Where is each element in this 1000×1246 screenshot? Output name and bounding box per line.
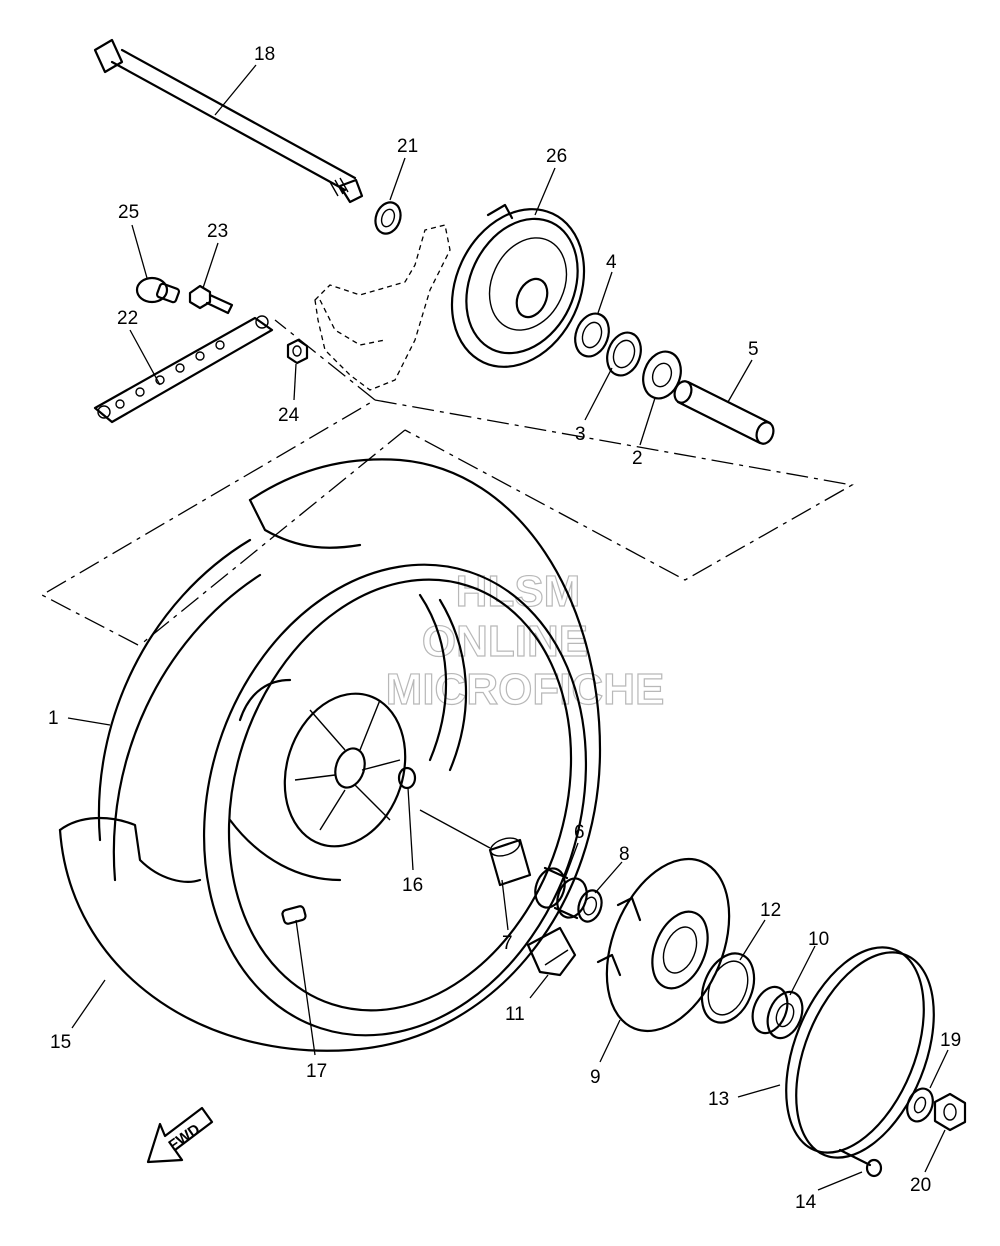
bearing-part-2	[642, 350, 682, 400]
callout-1: 1	[48, 708, 59, 729]
callout-9: 9	[590, 1067, 601, 1088]
callout-6: 6	[574, 822, 585, 843]
bolt-part-23	[188, 284, 234, 315]
callout-5: 5	[748, 339, 759, 360]
callout-4: 4	[606, 252, 617, 273]
torque-arm-part-22	[93, 315, 274, 424]
callout-12: 12	[760, 900, 781, 921]
adjuster-clamp-part-25	[135, 276, 181, 304]
watermark-line-2: ONLINE	[422, 617, 588, 666]
assembly-guide-lines	[40, 319, 854, 646]
screw-part-14	[838, 1148, 883, 1178]
callout-26: 26	[546, 146, 567, 167]
forward-direction-arrow: FWD	[146, 1106, 214, 1164]
callout-24: 24	[278, 405, 300, 426]
brake-caliper-outline	[314, 224, 451, 391]
callout-25: 25	[118, 202, 139, 223]
clutch-hub-part-9	[596, 857, 731, 1033]
callout-19: 19	[940, 1030, 961, 1051]
axle-part-18	[93, 38, 364, 204]
collar-part-21	[374, 201, 402, 235]
tire-part-15	[58, 458, 602, 1052]
nut-part-20	[933, 1092, 967, 1132]
callout-13: 13	[708, 1089, 729, 1110]
brake-drum-part-26	[450, 203, 586, 368]
callout-23: 23	[207, 221, 228, 242]
spacer-part-5	[673, 380, 775, 445]
damper-part-11	[526, 926, 577, 977]
watermark-line-3: MICROFICHE	[386, 665, 665, 714]
callout-11: 11	[505, 1004, 525, 1025]
washer-part-19	[906, 1087, 934, 1123]
callout-10: 10	[808, 929, 829, 950]
nut-part-24	[286, 338, 309, 365]
watermark: HLSM ONLINE MICROFICHE	[385, 566, 665, 714]
callout-20: 20	[910, 1175, 931, 1196]
oil-seal-part-8	[577, 889, 603, 923]
callout-17: 17	[306, 1061, 327, 1082]
callout-2: 2	[632, 448, 643, 469]
balance-weight-part-17	[281, 905, 307, 925]
callout-22: 22	[117, 308, 138, 329]
callout-3: 3	[575, 424, 586, 445]
callout-21: 21	[397, 136, 418, 157]
bearing-part-6	[534, 866, 588, 920]
leader-lines	[67, 64, 949, 1191]
collar-part-7	[488, 837, 532, 887]
callout-15: 15	[50, 1032, 71, 1053]
fwd-label: FWD	[166, 1121, 204, 1155]
oil-seal-part-4	[574, 312, 610, 358]
oil-seal-part-12	[700, 952, 756, 1024]
bearing-part-10	[751, 985, 804, 1040]
callout-16: 16	[402, 875, 423, 896]
circlip-part-3	[606, 331, 642, 377]
callout-8: 8	[619, 844, 630, 865]
rim-part-1	[202, 563, 588, 1037]
cover-part-13	[785, 946, 935, 1159]
callout-labels: 18 21 26 25 23 22 24 4 3 2 5 1 15 16 17 …	[48, 44, 961, 1213]
callout-14: 14	[795, 1192, 817, 1213]
callout-7: 7	[502, 933, 513, 954]
callout-18: 18	[254, 44, 275, 65]
